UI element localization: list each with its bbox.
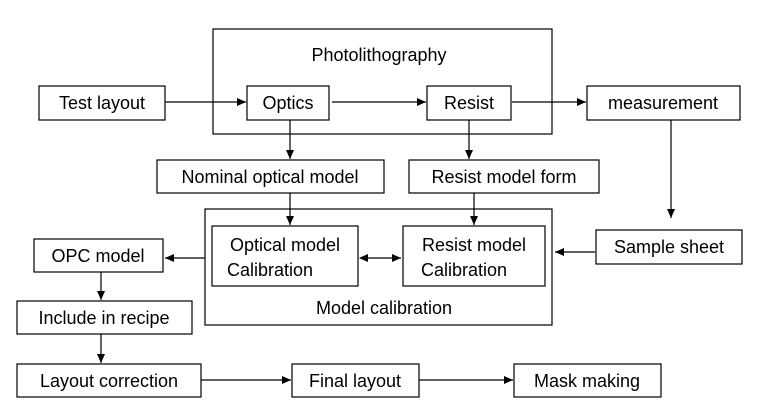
test-layout-label: Test layout — [59, 93, 145, 113]
layout-correction-box: Layout correction — [16, 363, 202, 398]
final-layout-label: Final layout — [309, 371, 401, 391]
layout-correction-label: Layout correction — [40, 371, 178, 391]
sample-sheet-label: Sample sheet — [614, 237, 724, 257]
model-calibration-group: Model calibration — [204, 208, 553, 326]
optical-model-calibration-line1: Optical model — [230, 235, 340, 255]
resist-model-form-box: Resist model form — [408, 159, 600, 194]
nominal-optical-model-label: Nominal optical model — [181, 167, 358, 187]
measurement-label: measurement — [608, 93, 718, 113]
mask-making-label: Mask making — [534, 371, 640, 391]
photolithography-group: Photolithography — [212, 28, 553, 135]
model-calibration-label: Model calibration — [316, 298, 452, 318]
optics-label: Optics — [262, 93, 313, 113]
opc-model-label: OPC model — [51, 246, 144, 266]
photolithography-label: Photolithography — [311, 45, 446, 65]
resist-model-form-label: Resist model form — [431, 167, 576, 187]
optics-box: Optics — [246, 85, 330, 121]
resist-model-calibration-line2: Calibration — [421, 260, 507, 280]
resist-box: Resist — [426, 85, 512, 121]
measurement-box: measurement — [586, 85, 741, 121]
opc-model-box: OPC model — [33, 238, 164, 273]
resist-label: Resist — [444, 93, 494, 113]
include-in-recipe-label: Include in recipe — [38, 308, 169, 328]
optical-model-calibration-line2: Calibration — [227, 260, 313, 280]
edges — [97, 98, 675, 384]
optical-model-calibration-box: Optical model Calibration — [211, 225, 359, 287]
final-layout-box: Final layout — [291, 363, 420, 398]
resist-model-calibration-line1: Resist model — [422, 235, 526, 255]
mask-making-box: Mask making — [513, 363, 662, 398]
resist-model-calibration-box: Resist model Calibration — [402, 225, 546, 287]
test-layout-box: Test layout — [38, 85, 166, 121]
include-in-recipe-box: Include in recipe — [16, 300, 193, 335]
sample-sheet-box: Sample sheet — [595, 229, 743, 265]
nominal-optical-model-box: Nominal optical model — [156, 159, 385, 194]
